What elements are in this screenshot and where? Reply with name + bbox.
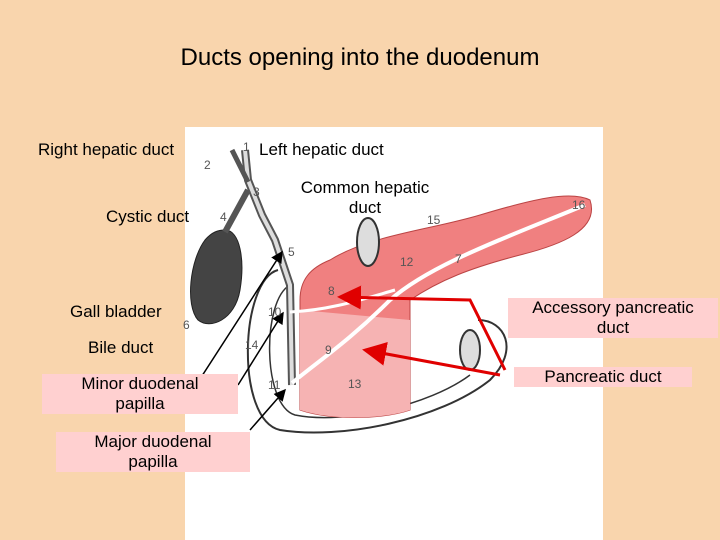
diagram-number: 6 xyxy=(183,318,190,332)
cystic-duct-path xyxy=(222,188,251,234)
diagram-number: 2 xyxy=(204,158,211,172)
diagram-number: 9 xyxy=(325,343,332,357)
label-cystic-duct: Cystic duct xyxy=(106,207,190,226)
duodenum-wall xyxy=(300,310,410,418)
diagram-number: 12 xyxy=(400,255,414,269)
arrow-to-major-papilla xyxy=(249,388,286,431)
bile-duct-lumen xyxy=(243,149,294,386)
diagram-number: 4 xyxy=(220,210,227,224)
diagram-number: 16 xyxy=(572,198,586,212)
diagram-number: 1 xyxy=(243,140,250,154)
diagram-number: 14 xyxy=(245,338,259,352)
red-arrow-accessory xyxy=(337,285,507,371)
label-minor-duodenal-papilla: Minor duodenal papilla xyxy=(42,374,238,414)
red-arrow-pancreatic xyxy=(362,342,501,377)
page-title: Ducts opening into the duodenum xyxy=(180,44,540,71)
label-gall-bladder: Gall bladder xyxy=(70,302,162,321)
duodenum-outline xyxy=(246,269,508,434)
label-common-hepatic-duct: Common hepatic duct xyxy=(300,178,430,217)
gall-bladder-shape xyxy=(190,229,243,325)
diagram-number: 15 xyxy=(427,213,441,227)
main-pancreatic-duct xyxy=(290,203,586,385)
label-major-duodenal-papilla: Major duodenal papilla xyxy=(56,432,250,472)
diagram-number: 8 xyxy=(328,284,335,298)
diagram-number: 5 xyxy=(288,245,295,259)
duodenum-inner xyxy=(268,284,471,419)
diagram-number: 10 xyxy=(268,305,282,319)
diagram-number: 3 xyxy=(253,185,260,199)
arrow-to-minor-papilla xyxy=(237,311,284,386)
hepatic-branch xyxy=(229,148,251,184)
vessel-section xyxy=(356,217,380,267)
label-right-hepatic-duct: Right hepatic duct xyxy=(38,140,175,159)
label-left-hepatic-duct: Left hepatic duct xyxy=(259,140,384,159)
label-bile-duct: Bile duct xyxy=(88,338,154,357)
label-pancreatic-duct: Pancreatic duct xyxy=(514,367,692,387)
diagram-number: 7 xyxy=(455,252,462,266)
diagram-number: 11 xyxy=(268,378,281,392)
label-accessory-pancreatic-duct: Accessory pancreatic duct xyxy=(508,298,718,338)
vessel-section-2 xyxy=(459,329,481,371)
diagram-number: 13 xyxy=(348,377,362,391)
